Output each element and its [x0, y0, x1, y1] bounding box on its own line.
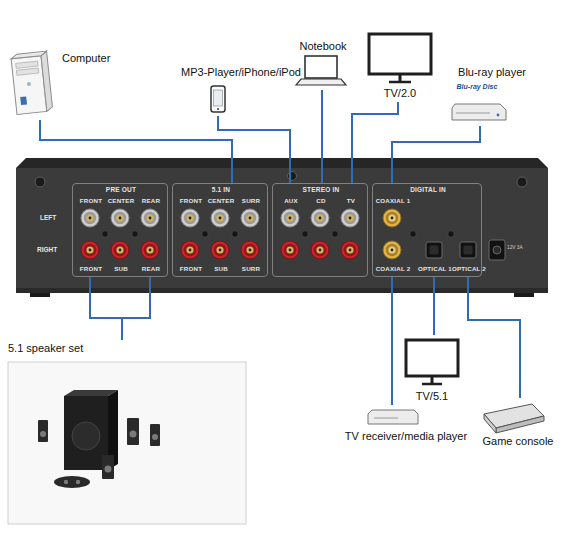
jack-label: CD	[304, 197, 338, 204]
panel-section: DIGITAL INCOAXIAL 1COAXIAL 2OPTICAL 1OPT…	[372, 183, 482, 277]
jack-label: AUX	[274, 197, 308, 204]
jack-label: FRONT	[174, 265, 208, 272]
computer-icon	[11, 51, 53, 114]
device-box: Notebook	[296, 38, 350, 90]
row-label: RIGHT	[37, 246, 67, 253]
device-label: Notebook	[296, 40, 350, 53]
device-box: TV/5.1	[400, 335, 464, 405]
notebook-icon	[296, 56, 346, 85]
audio-cable	[218, 116, 290, 183]
jack-label: SURR	[234, 265, 268, 272]
wire-leg	[122, 277, 150, 318]
device-box: TV/2.0	[364, 30, 436, 102]
phone-icon	[211, 86, 225, 112]
cable-line	[40, 120, 232, 183]
switcher-back-panel	[16, 158, 548, 297]
section-heading: STEREO IN	[273, 186, 369, 193]
jack-label: REAR	[134, 265, 168, 272]
audio-cable	[392, 126, 480, 183]
audio-cable	[40, 120, 232, 183]
device-label: Blu-ray player	[446, 66, 538, 79]
receiver-icon	[368, 410, 418, 424]
section-heading: 5.1 IN	[173, 186, 269, 193]
game-console-icon	[484, 404, 544, 433]
device-label: 5.1 speaker set	[8, 342, 148, 355]
jack-label: SUB	[204, 265, 238, 272]
jack-label: FRONT	[174, 197, 208, 204]
bluray-player-icon	[452, 104, 506, 120]
speaker-set-illustration	[8, 362, 246, 524]
cable-line	[468, 277, 520, 398]
audio-cable	[434, 277, 435, 335]
audio-cable	[392, 277, 393, 405]
cable-line	[392, 126, 480, 183]
device-box: TV receiver/media player	[336, 405, 476, 447]
jack-label: FRONT	[74, 197, 108, 204]
device-label: Computer	[62, 52, 112, 65]
tv-icon	[406, 340, 458, 384]
jack-label: SURR	[234, 197, 268, 204]
device-label: Game console	[478, 435, 558, 448]
jack-label: OPTICAL 1	[417, 265, 453, 272]
cable-line	[321, 90, 323, 183]
jack-label: TV	[334, 197, 368, 204]
panel-section: 5.1 INFRONTCENTERSURRFRONTSUBSURR	[172, 183, 268, 277]
device-box: MP3-Player/iPhone/iPod	[166, 64, 316, 116]
cable-line	[90, 277, 122, 340]
logo-text: Blu-ray Disc	[450, 83, 504, 91]
audio-cable	[90, 277, 122, 340]
audio-cable	[468, 277, 520, 398]
device-label: TV receiver/media player	[336, 430, 476, 443]
panel-section: PRE OUTFRONTCENTERREARFRONTSUBREAR	[72, 183, 168, 277]
jack-label: SUB	[104, 265, 138, 272]
section-heading: PRE OUT	[73, 186, 169, 193]
device-label: MP3-Player/iPhone/iPod	[166, 66, 316, 79]
jack-label: COAXIAL 1	[371, 197, 415, 204]
device-box: Game console	[478, 398, 558, 452]
device-box: Computer	[8, 46, 112, 120]
audio-cable	[322, 90, 323, 183]
panel-section: STEREO IN AUXCDTV	[272, 183, 368, 277]
power-rating: 12V 3A	[507, 245, 541, 251]
device-box: Blu-ray player	[446, 64, 538, 126]
row-label: LEFT	[40, 214, 70, 221]
jack-label: REAR	[134, 197, 168, 204]
device-label: TV/2.0	[364, 87, 436, 100]
device-label: TV/5.1	[400, 390, 464, 403]
cable-line	[391, 277, 393, 405]
jack-label: CENTER	[104, 197, 138, 204]
jack-label: FRONT	[74, 265, 108, 272]
tv-icon	[369, 34, 431, 82]
jack-label: COAXIAL 2	[371, 265, 415, 272]
jack-label: CENTER	[204, 197, 238, 204]
device-box: 5.1 speaker set	[5, 340, 249, 528]
cable-line	[218, 116, 290, 183]
cable-line	[433, 277, 435, 335]
section-heading: DIGITAL IN	[373, 186, 483, 193]
jack-label: OPTICAL 2	[451, 265, 487, 272]
